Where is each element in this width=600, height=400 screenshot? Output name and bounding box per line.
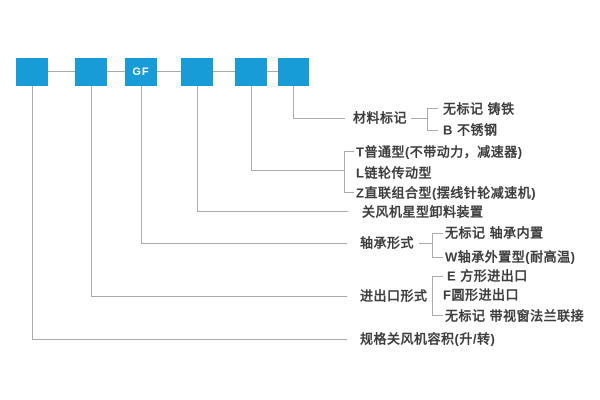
material-bracket-stub-top [427, 108, 438, 109]
code-box-6 [278, 58, 309, 86]
port-bracket-stub-bottom [432, 315, 443, 316]
leader-vline-bearing [141, 86, 142, 243]
drive-type-bracket-stub-bottom [344, 192, 354, 193]
label-bearing-type: 轴承形式 [360, 235, 415, 251]
leader-hline-bearing [141, 243, 347, 244]
option-material-cast-iron: 无标记 铸铁 [443, 101, 515, 117]
label-discharge-device: 关风机星型卸料装置 [362, 204, 484, 220]
code-box-1 [16, 58, 48, 86]
box-connector-line-2 [107, 71, 125, 72]
label-port-type: 进出口形式 [360, 288, 428, 304]
leader-hline-discharge [197, 211, 348, 212]
port-bracket-stub-top [432, 276, 443, 277]
option-drive-direct: Z直联组合型(摆线针轮减速机) [356, 185, 537, 201]
leader-vline-discharge [197, 86, 198, 211]
box-connector-line-4 [213, 71, 235, 72]
label-material-mark: 材料标记 [353, 110, 408, 126]
leader-vline-ports [91, 86, 92, 296]
code-box-5 [235, 58, 267, 86]
option-port-square: E 方形进出口 [447, 268, 528, 284]
box-connector-line-1 [48, 71, 75, 72]
material-bracket-dash [411, 118, 427, 119]
box-connector-line-3 [157, 71, 181, 72]
option-bearing-internal: 无标记 轴承内置 [445, 225, 544, 241]
option-port-round: F圆形进出口 [443, 287, 519, 303]
option-drive-chain: L链轮传动型 [356, 165, 432, 181]
material-bracket-stub-bottom [427, 130, 438, 131]
bearing-bracket-stub-bottom [432, 257, 443, 258]
option-bearing-external: W轴承外置型(耐高温) [445, 249, 576, 265]
option-port-flange: 无标记 带视窗法兰联接 [445, 308, 585, 324]
drive-type-bracket-stub-top [344, 151, 354, 152]
leader-vline-drive-type [251, 86, 252, 170]
option-material-stainless: B 不锈钢 [443, 122, 498, 138]
label-spec-capacity: 规格关风机容积(升/转) [360, 331, 496, 347]
material-bracket-vline [427, 108, 428, 131]
leader-hline-material [293, 118, 345, 119]
bearing-bracket-dash [419, 243, 432, 244]
gf-code-text: GF [132, 66, 150, 78]
leader-vline-spec [32, 86, 33, 339]
box-connector-line-5 [267, 71, 278, 72]
bearing-bracket-stub-top [432, 233, 443, 234]
code-box-4 [181, 58, 213, 86]
leader-vline-material [293, 86, 294, 118]
port-bracket-vline [432, 276, 433, 316]
leader-hline-ports [91, 296, 347, 297]
code-box-2 [75, 58, 107, 86]
option-drive-ordinary: T普通型(不带动力，减速器) [356, 144, 523, 160]
code-box-3-gf: GF [125, 58, 157, 86]
leader-hline-spec [32, 339, 347, 340]
bearing-bracket-vline [432, 233, 433, 258]
leader-hline-drive-type [251, 170, 344, 171]
drive-type-bracket-vline [344, 151, 345, 193]
